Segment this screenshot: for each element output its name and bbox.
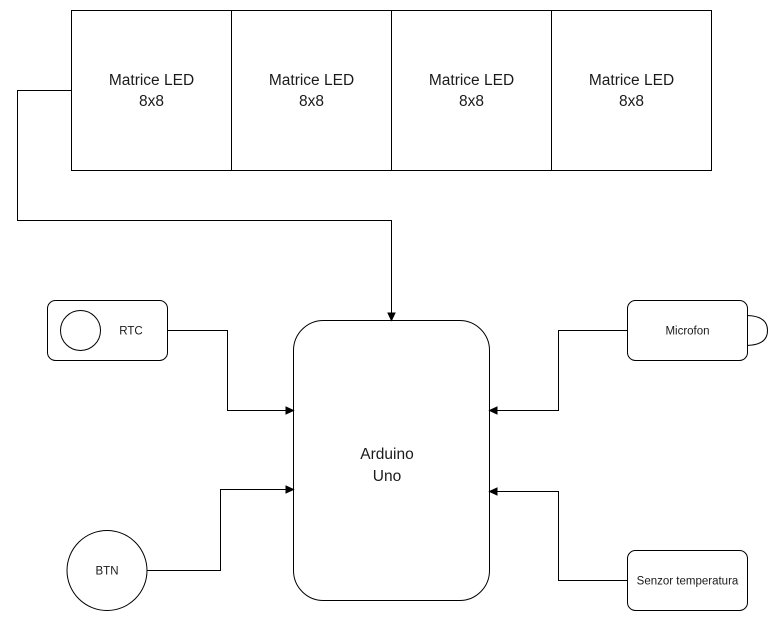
led-matrix-3-label: Matrice LED <box>429 72 514 89</box>
arduino-label: Arduino <box>360 446 413 463</box>
senzor-label: Senzor temperatura <box>637 576 739 588</box>
wire-matrix-to-arduino <box>17 90 392 313</box>
btn-label: BTN <box>96 566 119 578</box>
microfon-label: Microfon <box>665 326 709 338</box>
arrow-senzor-to-arduino <box>488 487 498 496</box>
rtc-label: RTC <box>119 326 142 338</box>
arduino-uno: Arduino Uno <box>293 320 490 601</box>
led-matrix-2-label: Matrice LED <box>269 72 354 89</box>
temperature-sensor-module: Senzor temperatura <box>627 550 748 611</box>
arrow-rtc-to-arduino <box>285 406 295 415</box>
arduino-model: Uno <box>373 468 401 485</box>
arrow-matrix-to-arduino <box>387 312 396 322</box>
arrow-microfon-to-arduino <box>488 406 498 415</box>
led-matrix-4-label: Matrice LED <box>589 72 674 89</box>
led-matrix-4: Matrice LED 8x8 <box>551 10 712 171</box>
button-module: BTN <box>66 530 148 611</box>
wire-microfon-to-arduino <box>497 330 628 411</box>
wire-senzor-to-arduino <box>497 491 628 581</box>
microphone-capsule-icon <box>745 314 769 347</box>
led-matrix-2: Matrice LED 8x8 <box>231 10 392 171</box>
led-matrix-1-size: 8x8 <box>139 93 164 110</box>
led-matrix-4-size: 8x8 <box>619 93 644 110</box>
led-matrix-3: Matrice LED 8x8 <box>391 10 552 171</box>
led-matrix-4-box <box>551 10 712 171</box>
microphone-module: Microfon <box>627 300 769 361</box>
led-matrix-2-box <box>231 10 392 171</box>
wire-btn-to-arduino <box>147 489 286 571</box>
wire-rtc-to-arduino <box>167 330 286 411</box>
led-matrix-3-size: 8x8 <box>459 93 484 110</box>
led-matrix-3-box <box>391 10 552 171</box>
rtc-module: RTC <box>47 300 168 361</box>
arrow-btn-to-arduino <box>285 485 295 494</box>
led-matrix-1-label: Matrice LED <box>109 72 194 89</box>
led-matrix-2-size: 8x8 <box>299 93 324 110</box>
rtc-battery-icon <box>60 310 101 351</box>
led-matrix-1-box <box>71 10 232 171</box>
led-matrix-1: Matrice LED 8x8 <box>71 10 232 171</box>
